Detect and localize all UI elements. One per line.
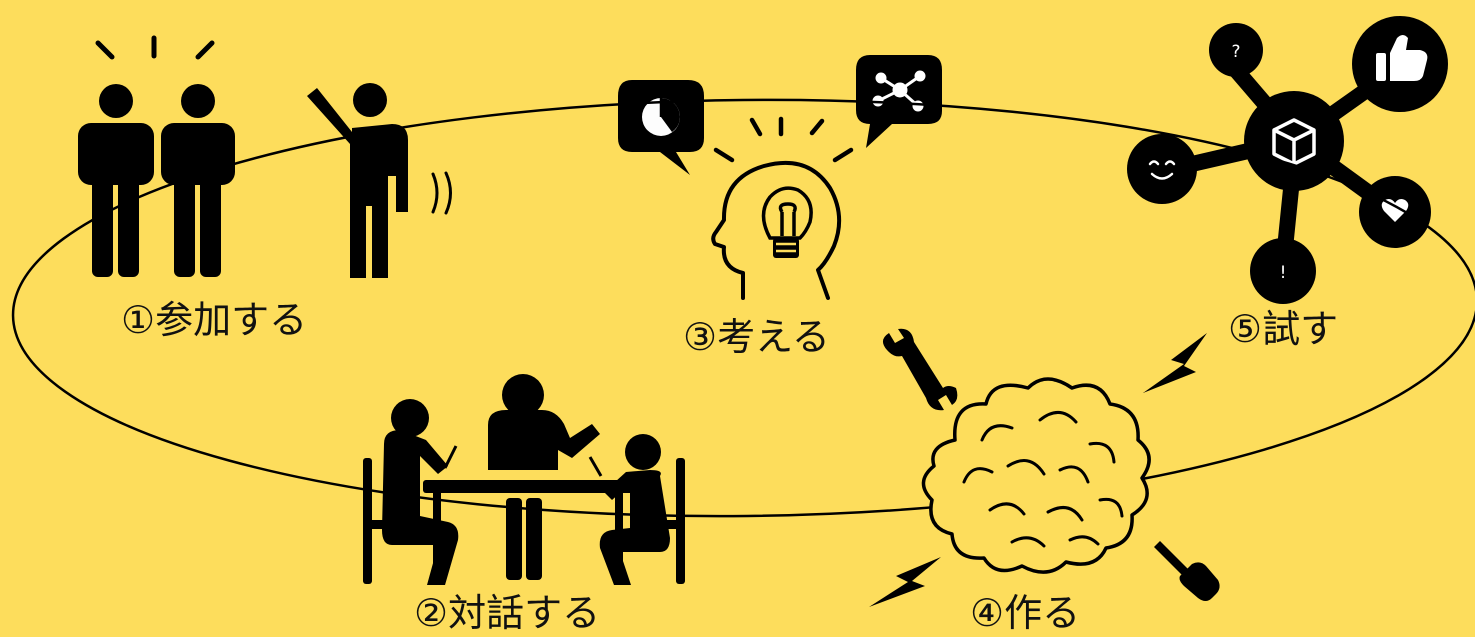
pie-chart-bubble: [618, 80, 704, 175]
cloud-texture: [962, 411, 1124, 548]
lightbulb: [761, 186, 813, 240]
bulb-base: [773, 238, 799, 258]
people-raising-hand-icon: [78, 35, 452, 278]
person-raising-hand: [307, 83, 408, 278]
thumbs-up-icon: [1376, 35, 1428, 81]
step-label-participate: ①参加する: [121, 298, 308, 342]
question-node: [1209, 23, 1263, 77]
people-at-table-icon: [363, 374, 685, 585]
cloud-icon: [921, 377, 1151, 574]
lightning-bolt-icon: [1143, 333, 1207, 393]
head-outline: [711, 160, 842, 300]
person-middle: [161, 84, 235, 277]
wrench-icon: [882, 328, 958, 411]
smile-node: [1127, 134, 1197, 204]
step-label-think: ③考える: [683, 315, 830, 359]
person-left: [78, 84, 154, 277]
pie-chart-icon: [642, 98, 680, 136]
smile-icon: [1148, 160, 1176, 180]
step-label-make: ④作る: [970, 591, 1081, 635]
step-label-try: ⑤試す: [1228, 307, 1339, 351]
cycle-ellipse: [11, 98, 1475, 518]
exclamation-mark-text: !: [1280, 263, 1287, 283]
sound-waves-icon: [431, 171, 452, 215]
feedback-network-icon: ? !: [1127, 16, 1448, 304]
step-label-dialogue: ②対話する: [414, 591, 601, 635]
exclamation-node: [1250, 238, 1316, 304]
question-mark-text: ?: [1231, 42, 1240, 62]
attention-lines: [95, 35, 215, 60]
lightbulb-head-icon: [618, 55, 942, 300]
lightning-bolt-lower-icon: [869, 557, 941, 607]
idea-rays: [713, 116, 854, 163]
heart-icon: [1381, 199, 1409, 222]
screwdriver-icon: [1154, 541, 1220, 601]
cloud-tools-icon: [869, 328, 1220, 607]
